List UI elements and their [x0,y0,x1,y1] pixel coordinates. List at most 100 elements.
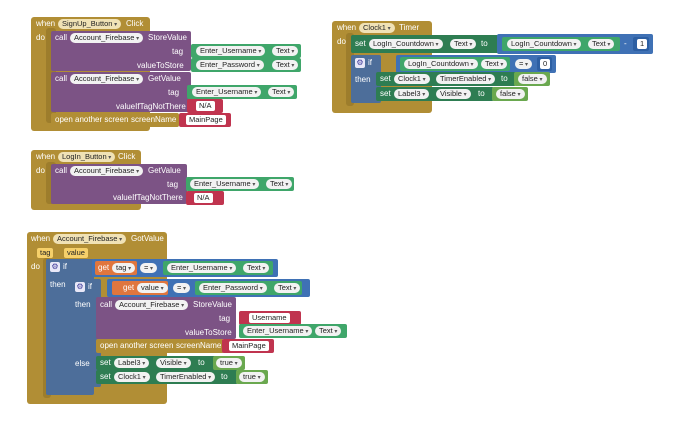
property-dropdown[interactable]: Text [266,179,293,189]
clock-component-dropdown[interactable]: Clock1 [359,23,395,33]
operator-dropdown[interactable]: = [173,283,191,293]
property-dropdown[interactable]: Text [588,39,615,49]
set-keyword: set [355,39,366,48]
property-dropdown[interactable]: Text [272,46,299,56]
property-dropdown[interactable]: Text [272,60,299,70]
component-dropdown[interactable]: Enter_Username [190,179,260,189]
text-value[interactable]: MainPage [186,115,226,125]
param-tag[interactable]: tag [37,248,54,258]
call-keyword: call [55,166,68,175]
text-value[interactable]: MainPage [229,341,269,351]
open-another-screen-block[interactable] [96,339,224,353]
event-name: Click [126,19,144,28]
set-keyword: set [100,372,111,381]
do-keyword: do [31,262,40,271]
text-value[interactable]: N/A [194,193,213,203]
tag-label: tag [172,47,184,56]
firebase-component-dropdown[interactable]: Account_Firebase [70,33,144,43]
text-value[interactable]: N/A [196,101,215,111]
tag-label: tag [219,314,231,323]
boolean-dropdown[interactable]: true [216,358,242,368]
open-screen-label: open another screen [100,341,174,350]
when-keyword: when [36,152,56,161]
property-dropdown[interactable]: Text [243,263,270,273]
component-dropdown[interactable]: Enter_Username [243,326,313,336]
do-keyword: do [36,33,45,42]
login-button-dropdown[interactable]: LogIn_Button [58,152,116,162]
property-dropdown[interactable]: Text [268,87,295,97]
boolean-dropdown[interactable]: false [518,74,547,84]
property-dropdown[interactable]: Text [450,39,477,49]
value-if-tag-not-there-label: valueIfTagNotThere [113,193,183,202]
number-value[interactable]: 1 [637,39,648,49]
do-keyword: do [36,166,45,175]
method-name: GetValue [148,166,181,175]
property-dropdown[interactable]: Text [315,326,342,336]
open-another-screen-block[interactable] [51,113,179,127]
method-name: StoreValue [148,33,187,42]
set-keyword: set [380,74,391,83]
firebase-component-dropdown[interactable]: Account_Firebase [115,300,189,310]
if-keyword: if [63,262,67,271]
value-if-tag-not-there-label: valueIfTagNotThere [116,102,186,111]
component-dropdown[interactable]: LogIn_Countdown [404,59,478,69]
component-dropdown[interactable]: LogIn_Countdown [369,39,443,49]
component-dropdown[interactable]: Clock1 [394,74,430,84]
event-name: Timer [399,23,420,32]
component-dropdown[interactable]: Enter_Password [199,283,267,293]
number-value[interactable]: 0 [540,59,551,69]
component-dropdown[interactable]: Enter_Username [167,263,237,273]
value-to-store-label: valueToStore [185,328,232,337]
param-value[interactable]: value [64,248,88,258]
if-keyword: if [368,58,372,67]
gear-icon[interactable]: ⚙ [75,282,85,292]
method-name: StoreValue [193,300,232,309]
screen-name-label: screenName [176,341,222,350]
set-keyword: set [100,358,111,367]
component-dropdown[interactable]: Clock1 [114,372,150,382]
call-keyword: call [100,300,113,309]
when-keyword: when [31,234,51,243]
property-dropdown[interactable]: Visible [156,358,191,368]
get-keyword: get [123,283,135,292]
component-dropdown[interactable]: Label3 [114,358,150,368]
operator-dropdown[interactable]: = [515,59,533,69]
open-screen-label: open another screen [55,115,129,124]
component-dropdown[interactable]: Enter_Username [192,87,262,97]
property-dropdown[interactable]: Visible [436,89,471,99]
component-dropdown[interactable]: Label3 [394,89,430,99]
to-keyword: to [501,74,508,83]
firebase-component-dropdown[interactable]: Account_Firebase [53,234,127,244]
firebase-component-dropdown[interactable]: Account_Firebase [70,74,144,84]
variable-dropdown[interactable]: value [137,283,168,293]
property-dropdown[interactable]: Text [274,283,301,293]
when-keyword: when [337,23,357,32]
method-name: GetValue [148,74,181,83]
variable-dropdown[interactable]: tag [112,263,136,273]
component-dropdown[interactable]: LogIn_Countdown [507,39,581,49]
screen-name-label: screenName [131,115,177,124]
value-to-store-label: valueToStore [137,61,184,70]
event-name: GotValue [131,234,164,243]
minus-operator: - [624,39,627,48]
signup-button-dropdown[interactable]: SignUp_Button [58,19,122,29]
property-dropdown[interactable]: TimerEnabled [436,74,496,84]
gear-icon[interactable]: ⚙ [50,262,60,272]
property-dropdown[interactable]: TimerEnabled [156,372,216,382]
else-keyword: else [75,359,90,368]
firebase-component-dropdown[interactable]: Account_Firebase [70,166,144,176]
to-keyword: to [481,39,488,48]
call-keyword: call [55,74,68,83]
property-dropdown[interactable]: Text [481,59,508,69]
boolean-dropdown[interactable]: false [496,89,525,99]
set-keyword: set [380,89,391,98]
boolean-dropdown[interactable]: true [239,372,265,382]
operator-dropdown[interactable]: = [140,263,158,273]
component-dropdown[interactable]: Enter_Username [196,46,266,56]
if-keyword: if [88,282,92,291]
get-keyword: get [98,263,110,272]
gear-icon[interactable]: ⚙ [355,58,365,68]
component-dropdown[interactable]: Enter_Password [196,60,264,70]
do-keyword: do [337,37,346,46]
text-value[interactable]: Username [249,313,290,323]
